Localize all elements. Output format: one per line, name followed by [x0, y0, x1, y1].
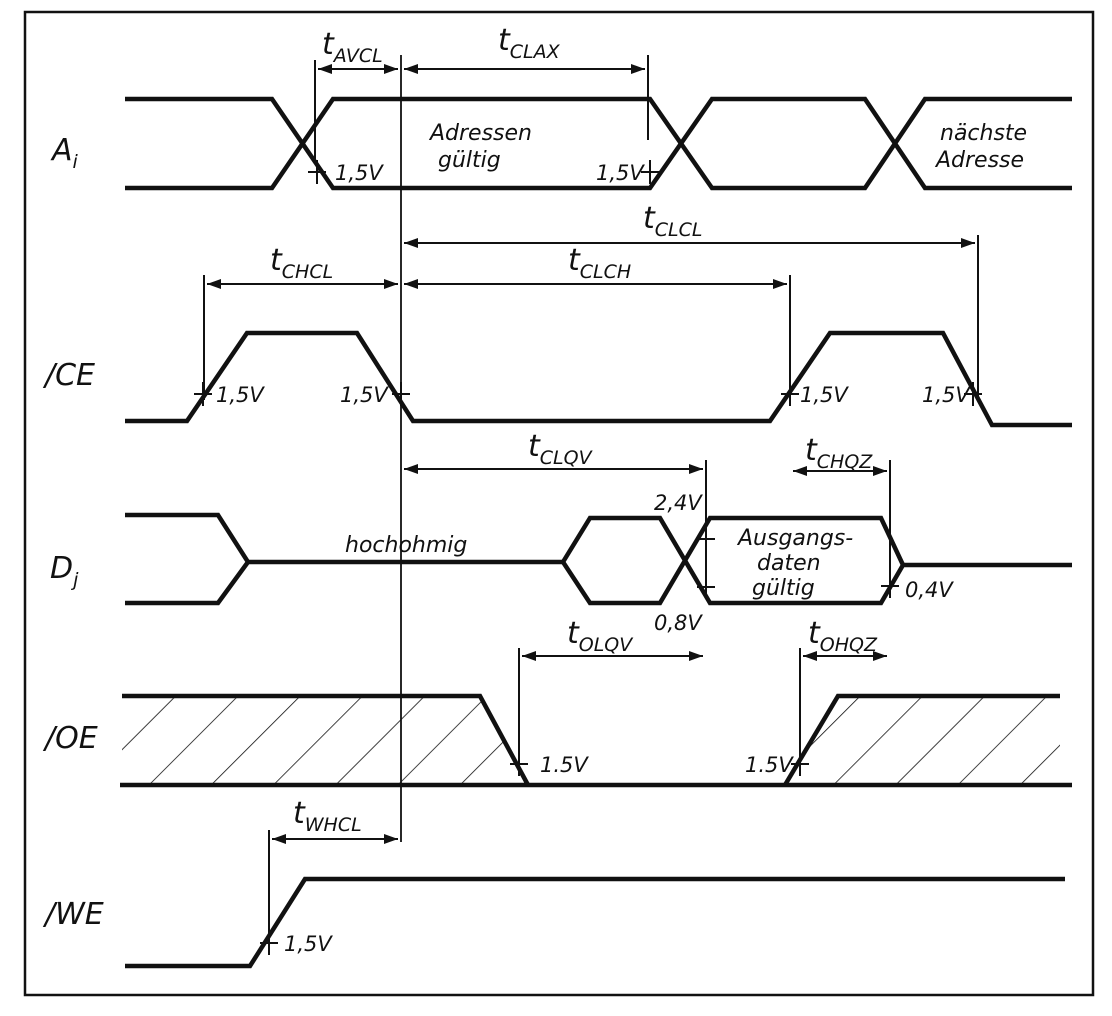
dj-wave-initial	[125, 512, 251, 606]
high-impedance-label: hochohmig	[345, 533, 467, 558]
we-wave	[125, 876, 1065, 969]
signal-label-dj: Dj	[50, 551, 79, 591]
address-valid-label: Adressen	[428, 121, 532, 146]
timing-label-clcl: tCLCL	[643, 201, 702, 241]
timing-whcl: tWHCL	[268, 796, 398, 950]
ai-voltage-right: 1,5V	[596, 161, 645, 185]
timing-label-clch: tCLCH	[568, 243, 631, 283]
dj-voltage-24: 2,4V	[654, 491, 703, 515]
address-valid-label-2: gültig	[438, 148, 501, 173]
timing-label-avcl: tAVCL	[322, 27, 383, 67]
signal-oe: /OE 1.5V 1.5V	[42, 693, 1072, 788]
ai-voltage-left: 1,5V	[335, 161, 384, 185]
ce-voltage-3: 1,5V	[800, 383, 849, 407]
timing-chcl: tCHCL	[203, 243, 398, 400]
ce-wave	[125, 330, 1072, 428]
timing-olqv: tOLQV	[518, 616, 703, 775]
timing-avcl: tAVCL	[314, 27, 398, 160]
timing-clqv: tCLQV	[404, 429, 707, 588]
output-data-label: Ausgangs-	[736, 526, 853, 551]
signal-ai: Ai Adressen gültig nächste Adresse 1,5V …	[50, 96, 1072, 191]
ce-tick-4	[964, 382, 982, 406]
oe-tick-1	[510, 752, 528, 776]
diagram-frame	[23, 10, 1095, 997]
signal-label-ai: Ai	[50, 133, 79, 173]
next-address-label: nächste	[940, 121, 1027, 146]
oe-wave-left	[122, 693, 530, 787]
oe-voltage-2: 1.5V	[745, 753, 794, 777]
next-address-label-2: Adresse	[934, 148, 1024, 173]
oe-wave-right	[783, 693, 1060, 787]
dj-tick-24	[697, 527, 715, 551]
timing-label-clax: tCLAX	[498, 23, 561, 63]
timing-chqz: tCHQZ	[793, 433, 891, 590]
ai-tick-left	[308, 160, 326, 184]
oe-tick-2	[791, 752, 809, 776]
timing-clch: tCLCH	[404, 243, 791, 400]
output-data-label-3: gültig	[752, 576, 815, 601]
timing-ohqz: tOHQZ	[799, 616, 887, 775]
signal-label-we: /WE	[42, 897, 104, 932]
oe-voltage-1: 1.5V	[540, 753, 589, 777]
oe-hatch-left	[122, 696, 528, 785]
ce-voltage-4: 1,5V	[922, 383, 971, 407]
output-data-label-2: daten	[757, 551, 821, 576]
ce-tick-2	[392, 382, 410, 406]
ce-voltage-2: 1,5V	[340, 383, 389, 407]
ce-tick-1	[194, 382, 212, 406]
timing-label-ohqz: tOHQZ	[808, 616, 878, 656]
signal-dj: Dj hochohmig Ausgangs- daten gültig 2,4V…	[50, 491, 1072, 635]
ce-voltage-1: 1,5V	[216, 383, 265, 407]
we-tick	[260, 931, 278, 955]
dj-tick-04	[881, 574, 899, 598]
timing-label-chcl: tCHCL	[270, 243, 333, 283]
dj-voltage-04: 0,4V	[905, 578, 954, 602]
timing-label-clqv: tCLQV	[528, 429, 594, 469]
timing-label-olqv: tOLQV	[567, 616, 634, 656]
signal-we: /WE 1,5V	[42, 876, 1065, 969]
ai-tick-right	[641, 160, 659, 184]
signal-label-oe: /OE	[42, 721, 98, 756]
timing-clcl: tCLCL	[404, 201, 979, 400]
signal-label-ce: /CE	[42, 358, 95, 393]
ai-wave-low	[125, 96, 1072, 191]
ce-tick-3	[781, 382, 799, 406]
we-voltage: 1,5V	[284, 932, 333, 956]
dj-wave-transition-2	[561, 515, 906, 606]
oe-hatch-right	[785, 696, 1060, 785]
timing-clax: tCLAX	[404, 23, 649, 140]
signal-ce: /CE 1,5V 1,5V 1,5V 1,5V	[42, 330, 1072, 428]
dj-voltage-08: 0,8V	[654, 611, 703, 635]
timing-label-chqz: tCHQZ	[805, 433, 873, 473]
dj-tick-08	[697, 575, 715, 599]
timing-label-whcl: tWHCL	[293, 796, 362, 836]
